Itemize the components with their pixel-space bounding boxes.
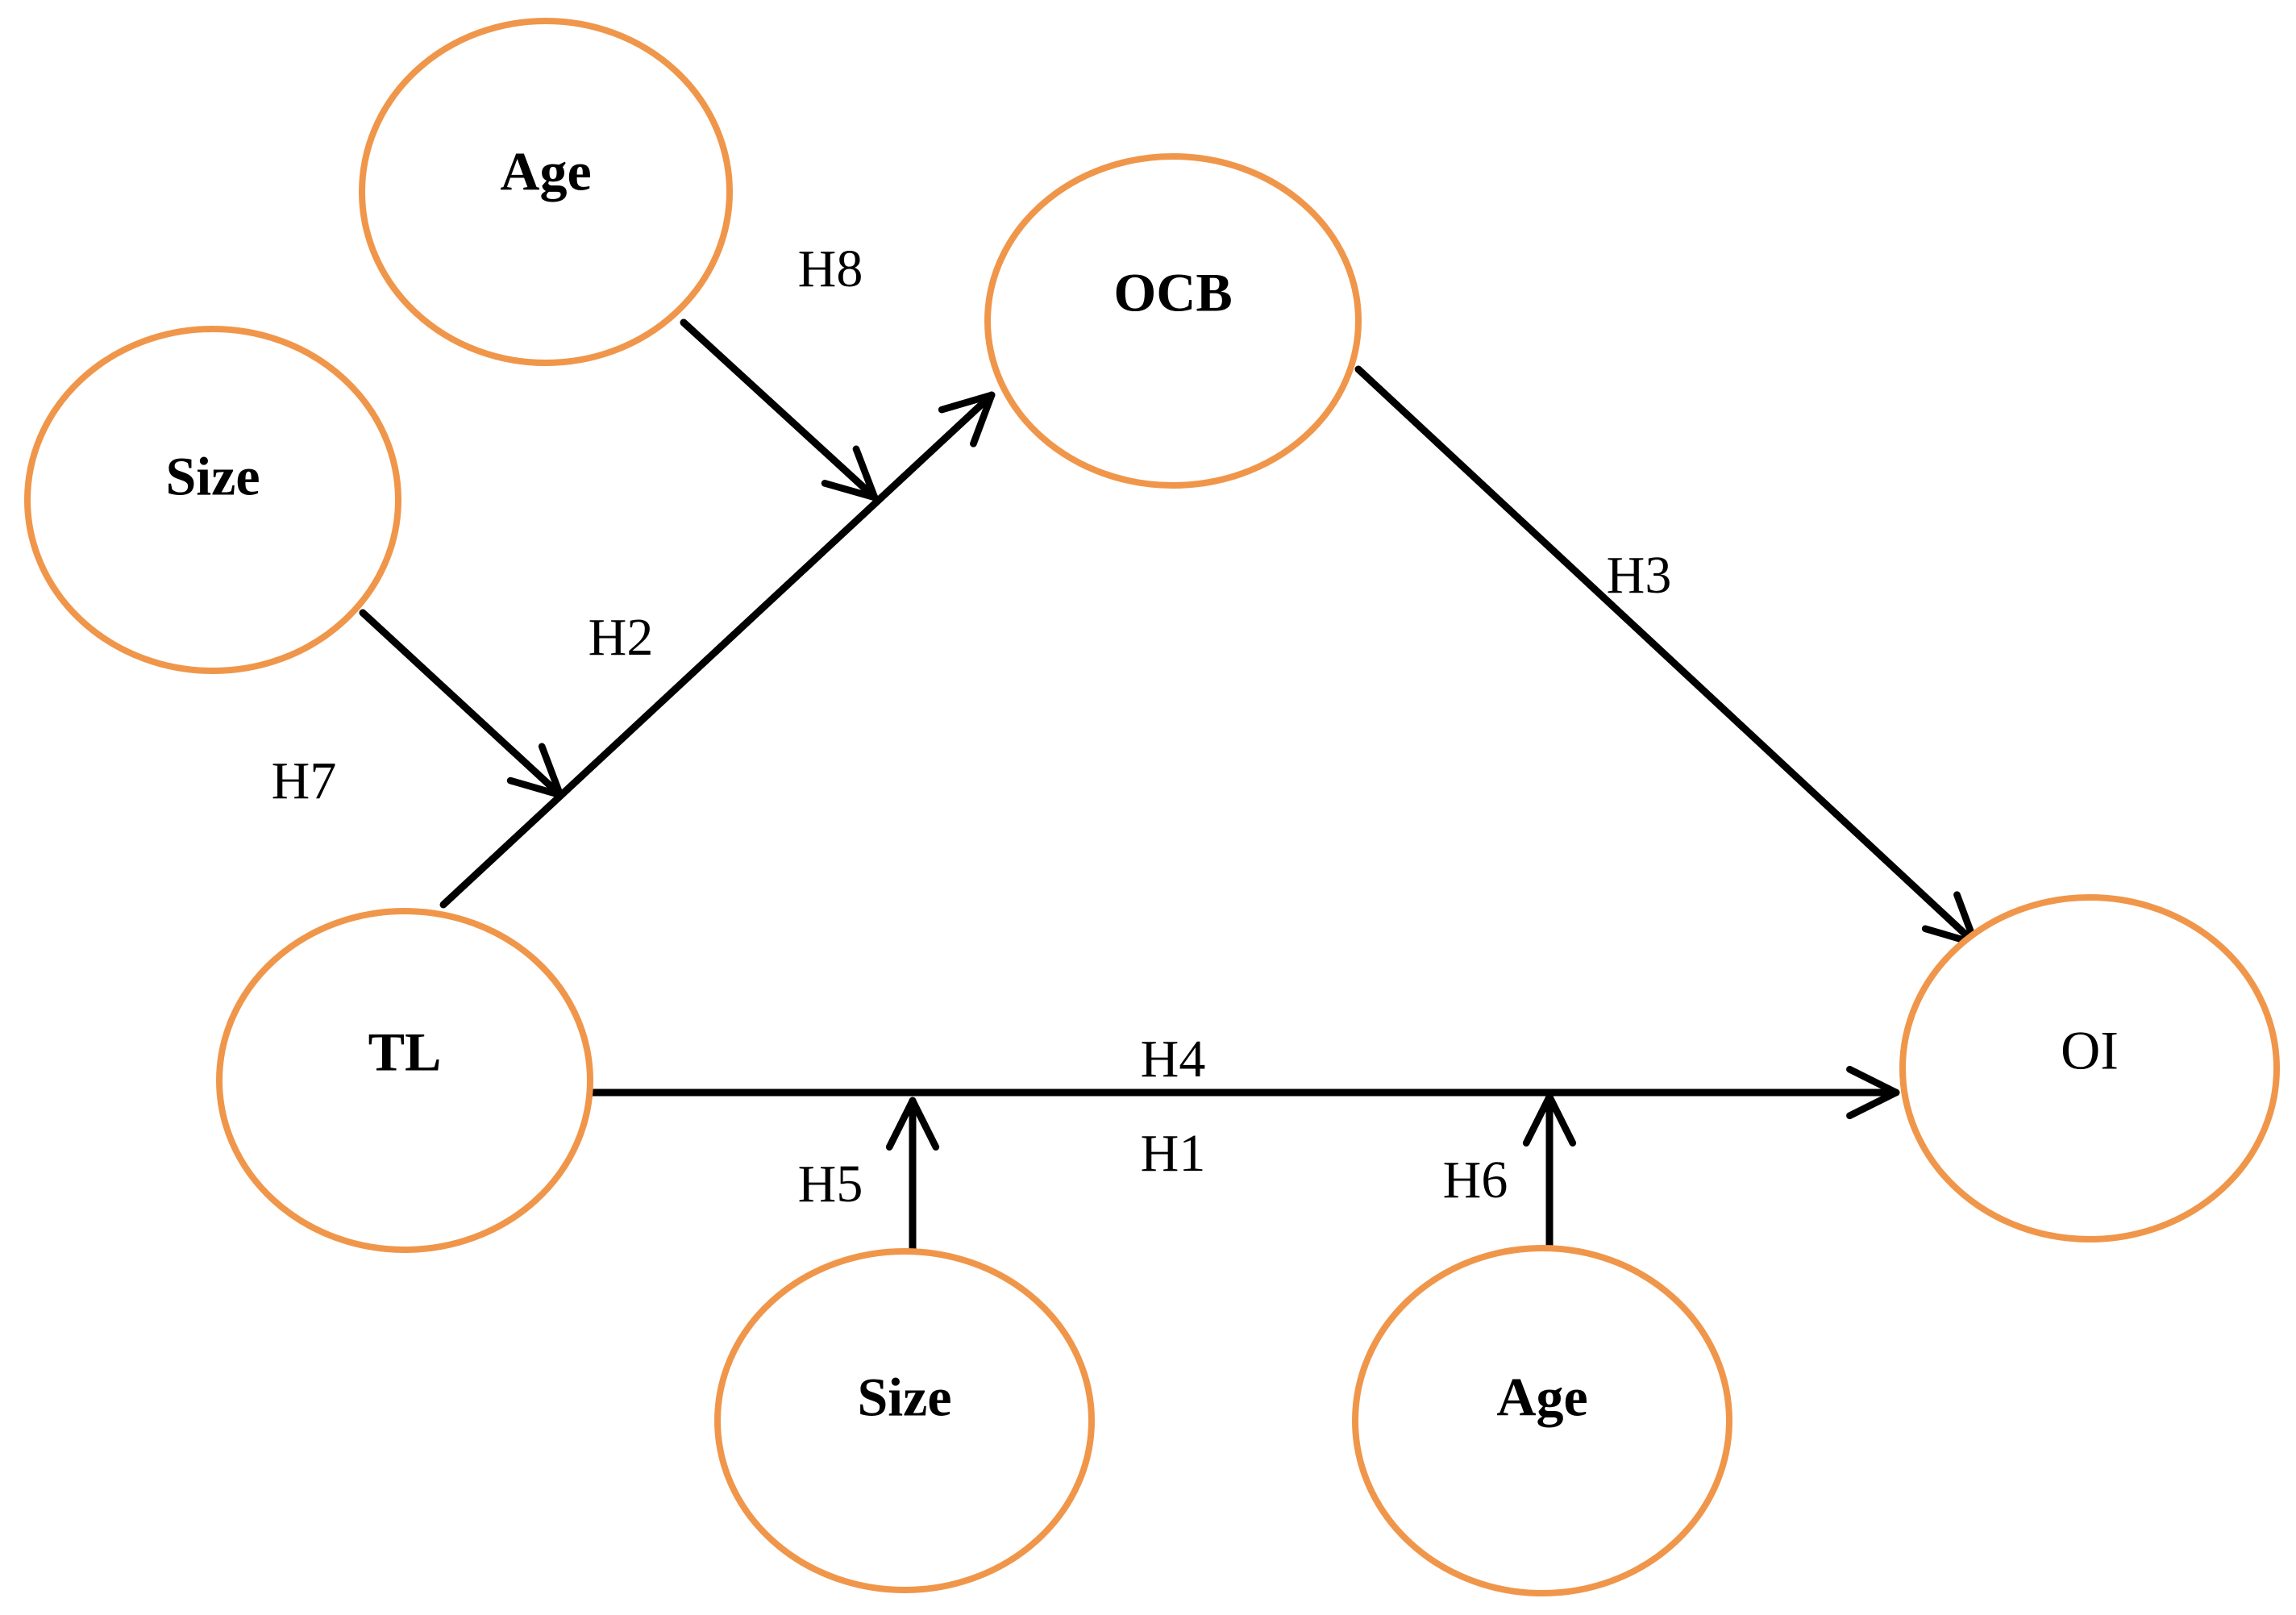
edge-ocb-to-oi bbox=[1354, 365, 1979, 947]
size-left-label: Size bbox=[165, 446, 260, 507]
ocb-ellipse bbox=[984, 153, 1362, 489]
edge-tl-to-ocb bbox=[439, 391, 996, 909]
node-tl: TL bbox=[216, 908, 593, 1253]
oi-label: OI bbox=[2061, 1020, 2119, 1081]
age-top-label: Age bbox=[500, 141, 591, 202]
h3-label: H3 bbox=[1607, 546, 1672, 605]
h8-label: H8 bbox=[798, 239, 863, 298]
size-bottom-ellipse bbox=[714, 1248, 1095, 1593]
edge-labels: H8 H2 H7 H3 H4 H1 H5 H6 bbox=[272, 239, 1672, 1213]
h1-label: H1 bbox=[1141, 1124, 1206, 1183]
tl-ellipse bbox=[216, 908, 593, 1253]
node-age-bottom: Age bbox=[1352, 1245, 1732, 1596]
ocb-label: OCB bbox=[1113, 262, 1232, 323]
edges bbox=[359, 318, 1979, 1255]
edge-age-top-moderation bbox=[680, 318, 879, 502]
edge-size-left-moderation bbox=[359, 609, 564, 799]
node-ocb: OCB bbox=[984, 153, 1362, 489]
size-bottom-label: Size bbox=[857, 1367, 951, 1428]
age-bottom-label: Age bbox=[1496, 1367, 1587, 1428]
age-top-ellipse bbox=[359, 18, 733, 366]
h4-label: H4 bbox=[1141, 1030, 1206, 1088]
oi-ellipse bbox=[1899, 894, 2280, 1242]
tl-label: TL bbox=[368, 1022, 442, 1083]
node-oi: OI bbox=[1899, 894, 2280, 1242]
h2-label: H2 bbox=[589, 608, 654, 667]
age-bottom-ellipse bbox=[1352, 1245, 1732, 1596]
node-size-left: Size bbox=[24, 326, 401, 674]
node-size-bottom: Size bbox=[714, 1248, 1095, 1593]
size-left-ellipse bbox=[24, 326, 401, 674]
h5-label: H5 bbox=[798, 1155, 863, 1213]
h7-label: H7 bbox=[272, 751, 337, 810]
nodes: Age Size OCB TL OI Size Age bbox=[24, 18, 2280, 1596]
h6-label: H6 bbox=[1443, 1151, 1508, 1209]
node-age-top: Age bbox=[359, 18, 733, 366]
